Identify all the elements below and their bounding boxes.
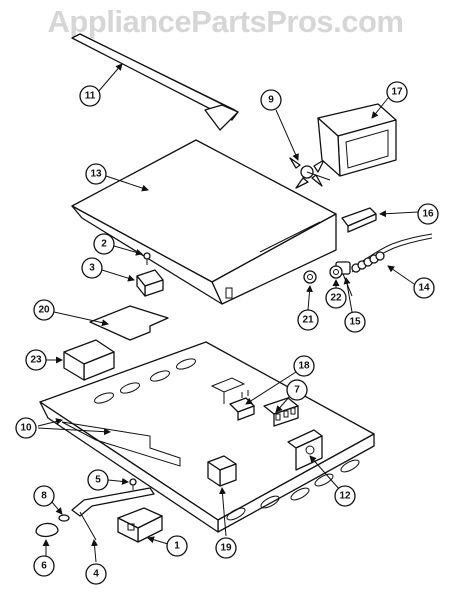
- part-20-insulation-sheet: [89, 305, 169, 341]
- svg-text:14: 14: [418, 283, 430, 294]
- part-8-clip: [58, 514, 70, 522]
- callout-16: 16: [417, 203, 439, 225]
- svg-text:15: 15: [349, 317, 361, 328]
- part-3-block: [136, 269, 164, 297]
- svg-text:18: 18: [298, 361, 310, 372]
- part-22-grommet: [329, 265, 343, 279]
- svg-text:23: 23: [30, 355, 42, 366]
- part-14-wire-harness: [351, 233, 433, 273]
- callout-5: 5: [87, 469, 109, 491]
- callout-8: 8: [33, 485, 55, 507]
- callout-6: 6: [33, 555, 55, 577]
- part-1-latch: [117, 507, 163, 543]
- svg-text:3: 3: [89, 263, 95, 274]
- callout-18: 18: [293, 355, 315, 377]
- svg-text:11: 11: [85, 91, 96, 102]
- svg-text:20: 20: [38, 305, 50, 316]
- part-12-bracket: [287, 429, 323, 471]
- callout-9: 9: [260, 89, 282, 111]
- part-19-relay: [207, 455, 237, 487]
- callout-11: 11: [79, 85, 101, 107]
- svg-text:19: 19: [220, 543, 232, 554]
- callout-12: 12: [334, 485, 356, 507]
- callout-14: 14: [413, 277, 435, 299]
- watermark: AppliancePartsPros.com: [47, 4, 404, 39]
- leader-lines: [37, 63, 419, 563]
- svg-text:9: 9: [268, 95, 274, 106]
- svg-text:13: 13: [90, 169, 102, 180]
- part-10-base-pan: [39, 341, 375, 533]
- callout-3: 3: [81, 257, 103, 279]
- svg-text:12: 12: [339, 491, 351, 502]
- svg-text:7: 7: [294, 385, 300, 396]
- svg-text:16: 16: [422, 209, 434, 220]
- callout-2: 2: [93, 233, 115, 255]
- svg-text:6: 6: [41, 561, 47, 572]
- callout-7: 7: [286, 379, 308, 401]
- callout-21: 21: [297, 309, 319, 331]
- svg-text:22: 22: [330, 293, 342, 304]
- callout-19: 19: [215, 537, 237, 559]
- svg-text:4: 4: [93, 569, 99, 580]
- callout-22: 22: [325, 287, 347, 309]
- svg-text:2: 2: [101, 239, 107, 250]
- svg-text:17: 17: [391, 87, 403, 98]
- svg-text:10: 10: [20, 423, 32, 434]
- part-2-screw: [143, 252, 151, 265]
- part-23-module-box: [63, 339, 115, 381]
- callout-15: 15: [344, 311, 366, 333]
- part-16-bracket: [341, 207, 377, 233]
- callout-4: 4: [85, 563, 107, 585]
- part-6-knob: [35, 522, 59, 538]
- svg-text:21: 21: [302, 315, 314, 326]
- svg-text:1: 1: [174, 541, 180, 552]
- callout-23: 23: [25, 349, 47, 371]
- callout-1: 1: [166, 535, 188, 557]
- part-4-lever-arm: [71, 487, 155, 541]
- part-5-screw: [129, 478, 137, 490]
- part-9-fan-motor: [289, 157, 331, 189]
- callout-20: 20: [33, 299, 55, 321]
- part-21-nut: [303, 270, 317, 284]
- part-17-vent-box: [317, 103, 397, 177]
- callout-17: 17: [386, 81, 408, 103]
- svg-text:5: 5: [95, 475, 101, 486]
- svg-text:8: 8: [41, 491, 47, 502]
- callout-13: 13: [85, 163, 107, 185]
- callout-10: 10: [15, 417, 37, 439]
- part-11-vent-strip: [71, 33, 239, 131]
